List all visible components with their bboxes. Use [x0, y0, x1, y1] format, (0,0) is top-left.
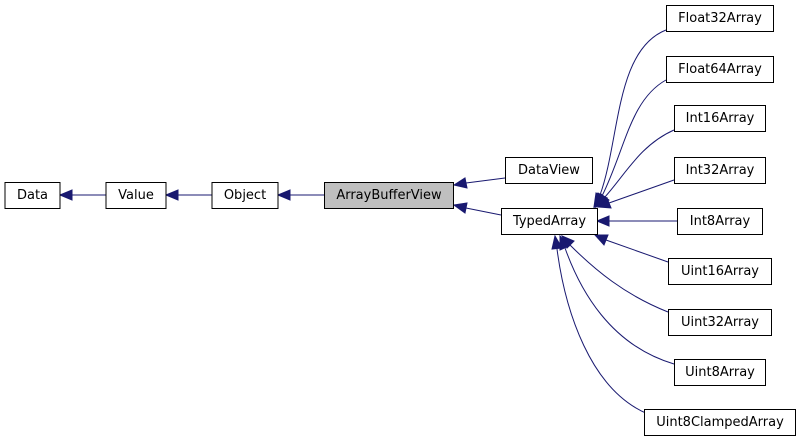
arrowhead-data — [58, 189, 73, 201]
edge-uint16-typedarray — [605, 239, 669, 263]
edge-typedarray-abv — [465, 207, 502, 216]
node-value[interactable]: Value — [105, 182, 167, 209]
node-array-buffer-view[interactable]: ArrayBufferView — [324, 182, 454, 209]
arrowhead-abv-lower — [452, 202, 468, 214]
arrowhead-object — [276, 189, 291, 201]
node-object[interactable]: Object — [211, 182, 279, 209]
node-data[interactable]: Data — [4, 182, 61, 209]
edge-int16-typedarray — [603, 129, 675, 199]
node-int32-array[interactable]: Int32Array — [674, 157, 766, 184]
edge-uint8-typedarray — [564, 247, 675, 365]
node-int16-array-label: Int16Array — [686, 111, 755, 126]
node-int8-array[interactable]: Int8Array — [677, 208, 763, 235]
edge-uint32-typedarray — [569, 244, 669, 313]
edge-float32-typedarray — [599, 29, 667, 196]
node-array-buffer-view-label: ArrayBufferView — [336, 188, 442, 203]
node-uint8-clamped-array-label: Uint8ClampedArray — [656, 415, 784, 430]
node-int8-array-label: Int8Array — [690, 214, 751, 229]
node-typed-array[interactable]: TypedArray — [501, 208, 598, 235]
node-typed-array-label: TypedArray — [512, 214, 586, 229]
arrowhead-typedarray-4 — [596, 197, 612, 209]
edge-uint8clamped-typedarray — [556, 248, 649, 415]
node-uint8-clamped-array[interactable]: Uint8ClampedArray — [644, 409, 796, 436]
node-uint32-array-label: Uint32Array — [681, 315, 759, 330]
edge-dataview-abv — [465, 177, 506, 184]
node-data-view-label: DataView — [518, 163, 580, 178]
edge-int32-typedarray — [608, 179, 675, 204]
node-float64-array[interactable]: Float64Array — [666, 56, 774, 83]
inheritance-edges — [58, 29, 677, 415]
node-uint8-array[interactable]: Uint8Array — [674, 359, 766, 386]
node-float32-array[interactable]: Float32Array — [666, 5, 774, 32]
node-uint16-array[interactable]: Uint16Array — [668, 258, 772, 285]
node-uint32-array[interactable]: Uint32Array — [668, 309, 772, 336]
node-data-label: Data — [17, 188, 48, 203]
node-value-label: Value — [118, 188, 154, 203]
node-float32-array-label: Float32Array — [678, 11, 762, 26]
edge-float64-typedarray — [601, 79, 667, 197]
class-nodes: Data Value Object ArrayBufferView DataVi… — [4, 5, 796, 436]
arrowhead-abv-upper — [452, 177, 468, 189]
arrowhead-typedarray-6 — [593, 234, 609, 246]
arrowhead-typedarray-8 — [559, 234, 570, 251]
arrowhead-value — [164, 189, 179, 201]
arrowhead-typedarray-5 — [595, 215, 610, 227]
node-uint8-array-label: Uint8Array — [685, 365, 755, 380]
node-object-label: Object — [224, 188, 266, 203]
node-int32-array-label: Int32Array — [686, 163, 755, 178]
node-int16-array[interactable]: Int16Array — [674, 105, 766, 132]
node-float64-array-label: Float64Array — [678, 62, 762, 77]
node-data-view[interactable]: DataView — [505, 157, 593, 184]
arrowhead-typedarray-9 — [551, 234, 563, 250]
node-uint16-array-label: Uint16Array — [681, 264, 759, 279]
